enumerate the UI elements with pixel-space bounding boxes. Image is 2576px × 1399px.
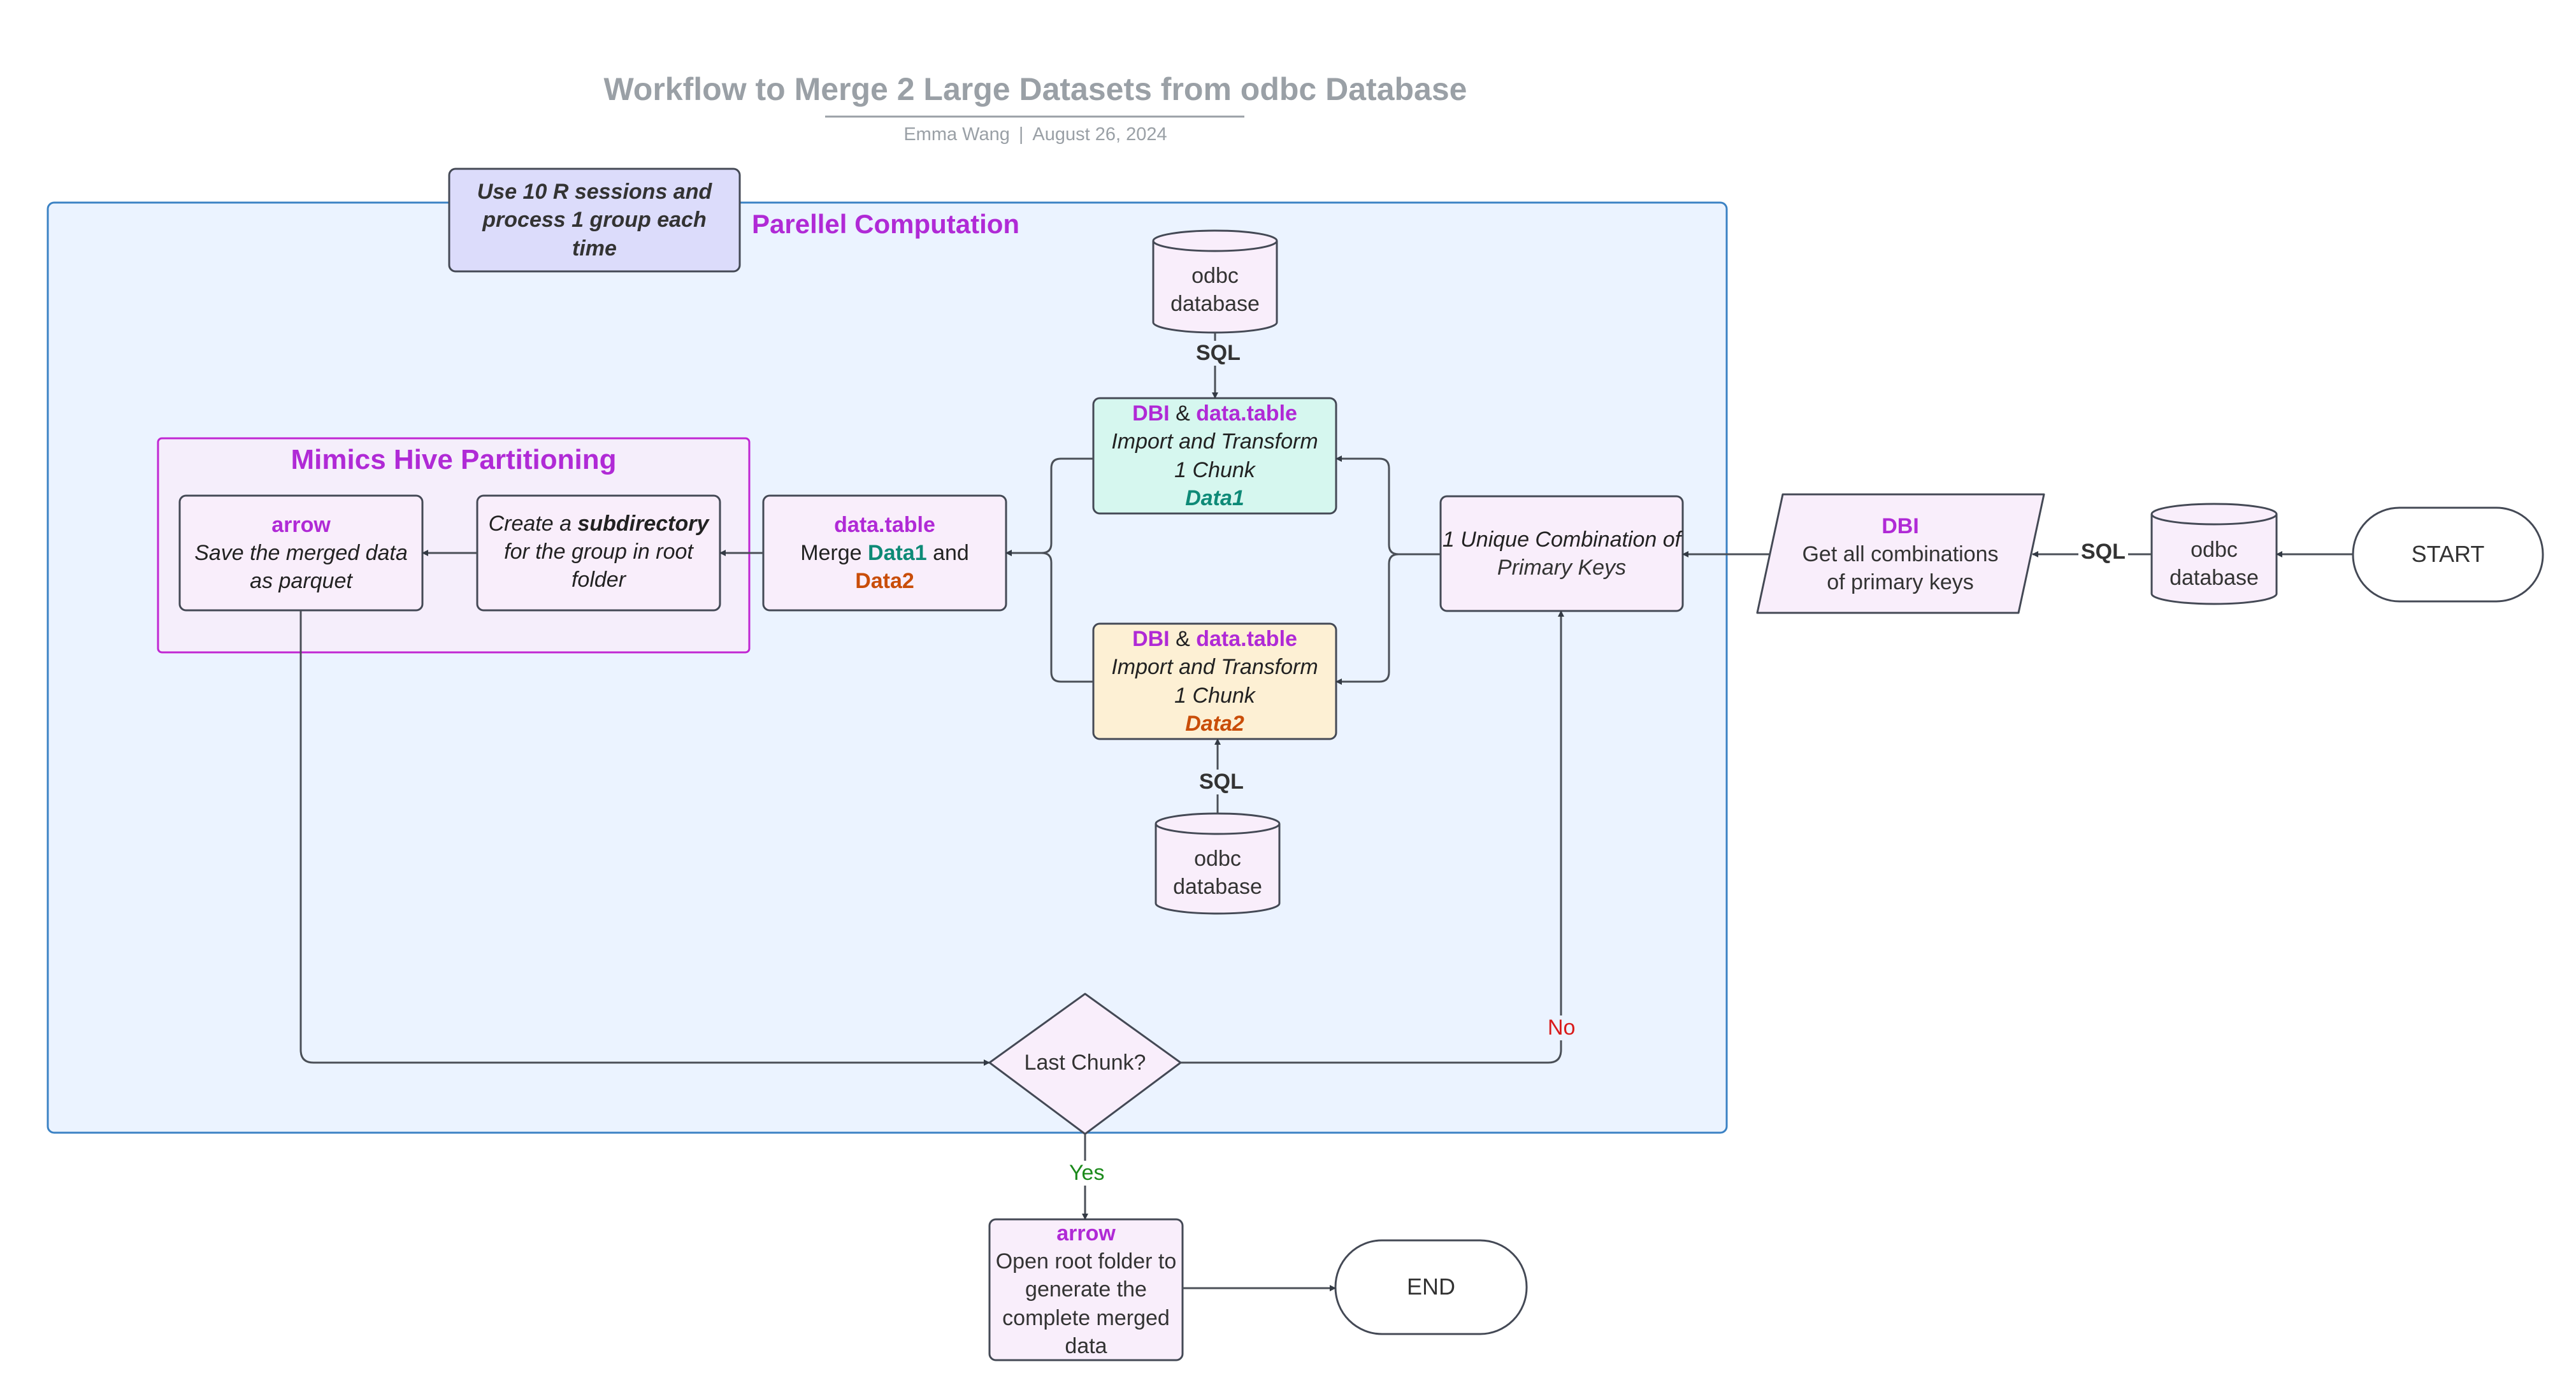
start-node-label: START	[2411, 541, 2485, 568]
merge-word: Merge	[800, 540, 862, 565]
end-node: END	[1335, 1240, 1527, 1334]
edge-decision-no	[1181, 610, 1564, 1064]
merge-line: Merge Data1 and	[800, 539, 969, 567]
import2-pkg-dbi: DBI	[1132, 627, 1170, 652]
import2-line1: Import and Transform	[1111, 655, 1318, 680]
decision-node: Last Chunk?	[1015, 1032, 1155, 1093]
open-root-package: arrow	[1056, 1221, 1116, 1246]
save-text: Save the merged data as parquet	[194, 540, 408, 594]
parallel-computation-title-text: Parellel Computation	[752, 208, 1020, 239]
subdir-post: for the group in root folder	[504, 540, 693, 592]
date: August 26, 2024	[1032, 124, 1167, 145]
import1-packages: DBI & data.table	[1132, 399, 1297, 427]
get-keys-shape	[1756, 493, 2045, 614]
get-keys-node: DBI Get all combinations of primary keys	[1790, 503, 2010, 605]
edge-label-yes: Yes	[1067, 1161, 1107, 1186]
merge-node: data.table Merge Data1 and Data2	[763, 496, 1006, 610]
db-right-node: odbc database	[2160, 529, 2268, 599]
page-title: Workflow to Merge 2 Large Datasets from …	[542, 66, 1529, 113]
save-package: arrow	[271, 512, 331, 537]
db-bottom-label: odbc database	[1173, 846, 1262, 899]
author: Emma Wang	[903, 124, 1010, 145]
unique-combo-line1: 1 Unique Combination of	[1442, 527, 1681, 552]
db-right-label: odbc database	[2169, 537, 2259, 590]
merge-and: and	[933, 540, 969, 565]
import1-node: DBI & data.table Import and Transform 1 …	[1093, 398, 1336, 513]
import2-pkg-datatable: data.table	[1196, 627, 1297, 652]
edge-label-sql-top: SQL	[1193, 341, 1243, 366]
r-sessions-note-text: Use 10 R sessions and process 1 group ea…	[477, 180, 712, 261]
import1-line2: 1 Chunk	[1174, 457, 1255, 482]
edge-label-sql-right: SQL	[2078, 540, 2128, 564]
import1-ampersand: &	[1176, 401, 1190, 426]
edge-unique-to-import1	[1335, 456, 1441, 556]
merge-data2: Data2	[855, 569, 914, 594]
open-root-text: Open root folder to generate the complet…	[995, 1249, 1177, 1358]
subdir-pre: Create a	[488, 512, 572, 536]
open-root-node: arrow Open root folder to generate the c…	[989, 1219, 1183, 1360]
page-title-text: Workflow to Merge 2 Large Datasets from …	[603, 71, 1467, 107]
page-subtitle: Emma Wang | August 26, 2024	[765, 121, 1306, 149]
r-sessions-note-shape	[448, 168, 741, 273]
r-sessions-note: Use 10 R sessions and process 1 group ea…	[452, 172, 737, 268]
save-node: arrow Save the merged data as parquet	[180, 496, 422, 610]
get-keys-package: DBI	[1882, 513, 1919, 538]
import1-data-label: Data1	[1185, 485, 1244, 510]
parallel-computation-title: Parellel Computation	[752, 205, 1039, 243]
subtitle-separator: |	[1018, 124, 1024, 145]
hive-partitioning-title: Mimics Hive Partitioning	[158, 440, 749, 480]
get-keys-text: Get all combinations of primary keys	[1802, 542, 1999, 595]
db-right-shape	[2150, 503, 2278, 605]
db-top-node: odbc database	[1160, 255, 1270, 325]
end-node-label: END	[1406, 1273, 1455, 1300]
edge-label-no: No	[1545, 1015, 1578, 1040]
edge-import2-to-merge	[1005, 550, 1093, 683]
import1-pkg-dbi: DBI	[1132, 401, 1170, 426]
import2-packages: DBI & data.table	[1132, 625, 1297, 653]
decision-label: Last Chunk?	[1024, 1050, 1146, 1075]
merge-package: data.table	[834, 512, 935, 537]
parallel-computation-container	[47, 201, 1728, 1134]
edge-label-sql-bottom: SQL	[1197, 770, 1246, 794]
unique-combo-line2: Primary Keys	[1497, 556, 1627, 580]
start-node: START	[2353, 508, 2543, 601]
import2-ampersand: &	[1176, 627, 1190, 652]
edge-save-to-decision	[299, 610, 990, 1066]
edge-import1-to-merge	[1005, 457, 1093, 556]
import2-node: DBI & data.table Import and Transform 1 …	[1093, 624, 1336, 739]
merge-data1: Data1	[868, 540, 927, 565]
hive-partitioning-title-text: Mimics Hive Partitioning	[291, 444, 617, 476]
subdir-node: Create a subdirectory for the group in r…	[477, 496, 720, 610]
import2-line2: 1 Chunk	[1174, 683, 1255, 708]
import1-line1: Import and Transform	[1111, 429, 1318, 454]
db-top-shape	[1152, 229, 1278, 334]
edge-unique-to-import2	[1335, 553, 1441, 685]
unique-combo-node: 1 Unique Combination of Primary Keys	[1441, 496, 1683, 611]
import1-pkg-datatable: data.table	[1196, 401, 1297, 426]
subdir-bold: subdirectory	[577, 512, 709, 536]
import2-data-label: Data2	[1185, 711, 1244, 736]
db-bottom-shape	[1155, 812, 1281, 915]
db-bottom-node: odbc database	[1162, 838, 1273, 908]
db-top-label: odbc database	[1170, 263, 1260, 316]
